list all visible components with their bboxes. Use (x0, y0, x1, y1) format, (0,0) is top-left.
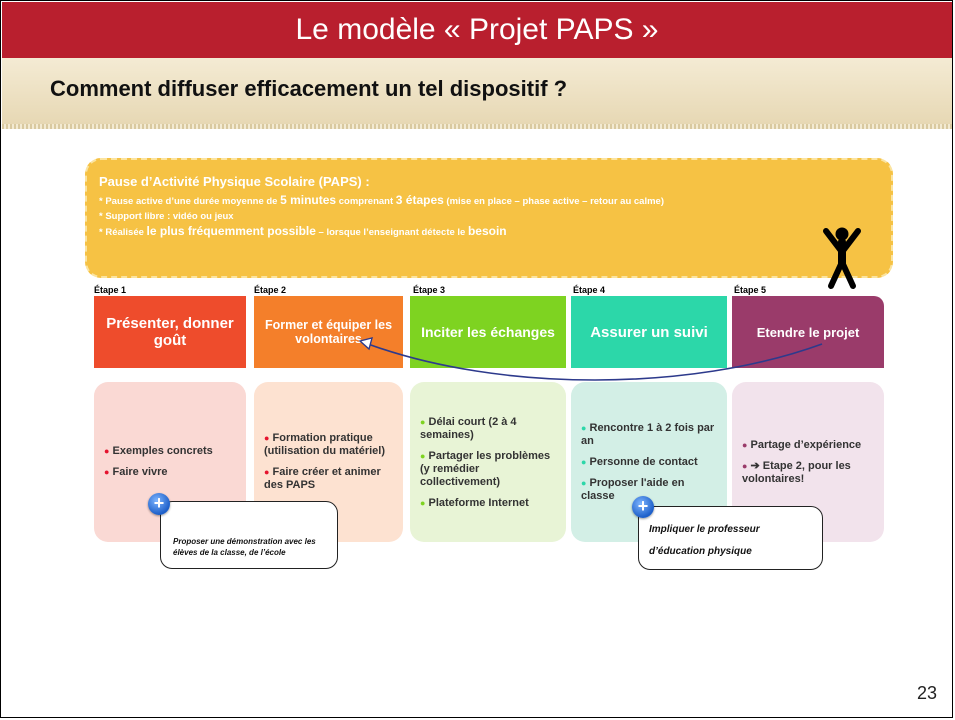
list-item: ● Plateforme Internet (420, 497, 529, 509)
step-1-label: Étape 1 (94, 285, 127, 295)
list-item: ● Personne de contact (581, 455, 698, 468)
paps-info-box: Pause d’Activité Physique Scolaire (PAPS… (85, 158, 893, 278)
list-item: ● Partage d’expérience (742, 438, 862, 451)
info-line-1: * Pause active d’une durée moyenne de 5 … (99, 193, 664, 207)
step-5-title: Etendre le projet (756, 324, 860, 340)
step-2-title: Former et équiper les volontaires (264, 318, 393, 346)
plus-icon: + (632, 496, 654, 518)
subtitle-band: Comment diffuser efficacement un tel dis… (2, 58, 952, 124)
list-item: ● Délai court (2 à 4 semaines) (420, 416, 517, 441)
step-3-label: Étape 3 (413, 285, 446, 295)
decorative-hatch (2, 124, 952, 129)
list-item: ● ➔ Etape 2, pour les volontaires! (742, 459, 851, 485)
list-item: ● Exemples concrets (104, 445, 213, 457)
callout-pe-teacher: Impliquer le professeur d’éducation phys… (638, 506, 823, 570)
step-5-box: Etendre le projet (732, 296, 884, 368)
info-line-2: * Support libre : vidéo ou jeux (99, 211, 234, 222)
plus-icon: + (148, 493, 170, 515)
info-heading: Pause d’Activité Physique Scolaire (PAPS… (99, 174, 370, 189)
step-2-label: Étape 2 (254, 285, 287, 295)
step-1-title: Présenter, donner goût (106, 315, 234, 349)
info-line-3: * Réalisée le plus fréquemment possible … (99, 224, 507, 238)
step-2-box: Former et équiper les volontaires (254, 296, 403, 368)
step-4-box: Assurer un suivi (571, 296, 727, 368)
title-bar: Le modèle « Projet PAPS » (2, 2, 952, 58)
step-3-details: ● Délai court (2 à 4 semaines) ● Partage… (410, 382, 566, 542)
callout-text: Impliquer le professeur d’éducation phys… (649, 524, 760, 557)
page-number: 23 (917, 683, 938, 703)
person-icon (823, 227, 861, 289)
list-item: ● Faire vivre (104, 466, 168, 478)
step-1-box: Présenter, donner goût (94, 296, 246, 368)
list-item: ● Rencontre 1 à 2 fois par an (581, 421, 715, 447)
list-item: ● Partager les problèmes (y remédier col… (420, 450, 551, 488)
list-item: ● Proposer l'aide en classe (581, 476, 685, 502)
step-3-box: Inciter les échanges (410, 296, 566, 368)
callout-demonstration: Proposer une démonstration avec les élèv… (160, 501, 338, 569)
slide-title: Le modèle « Projet PAPS » (295, 13, 659, 46)
list-item: ● Faire créer et animer des PAPS (264, 466, 381, 491)
step-5-label: Étape 5 (734, 285, 767, 295)
step-3-title: Inciter les échanges (421, 324, 555, 340)
callout-text: Proposer une démonstration avec les élèv… (173, 537, 316, 557)
step-2-details: ● Formation pratique (utilisation du mat… (254, 382, 403, 542)
slide-subtitle: Comment diffuser efficacement un tel dis… (50, 76, 568, 101)
step-4-title: Assurer un suivi (590, 323, 708, 341)
list-item: ● Formation pratique (utilisation du mat… (264, 432, 386, 457)
step-4-label: Étape 4 (573, 285, 606, 295)
